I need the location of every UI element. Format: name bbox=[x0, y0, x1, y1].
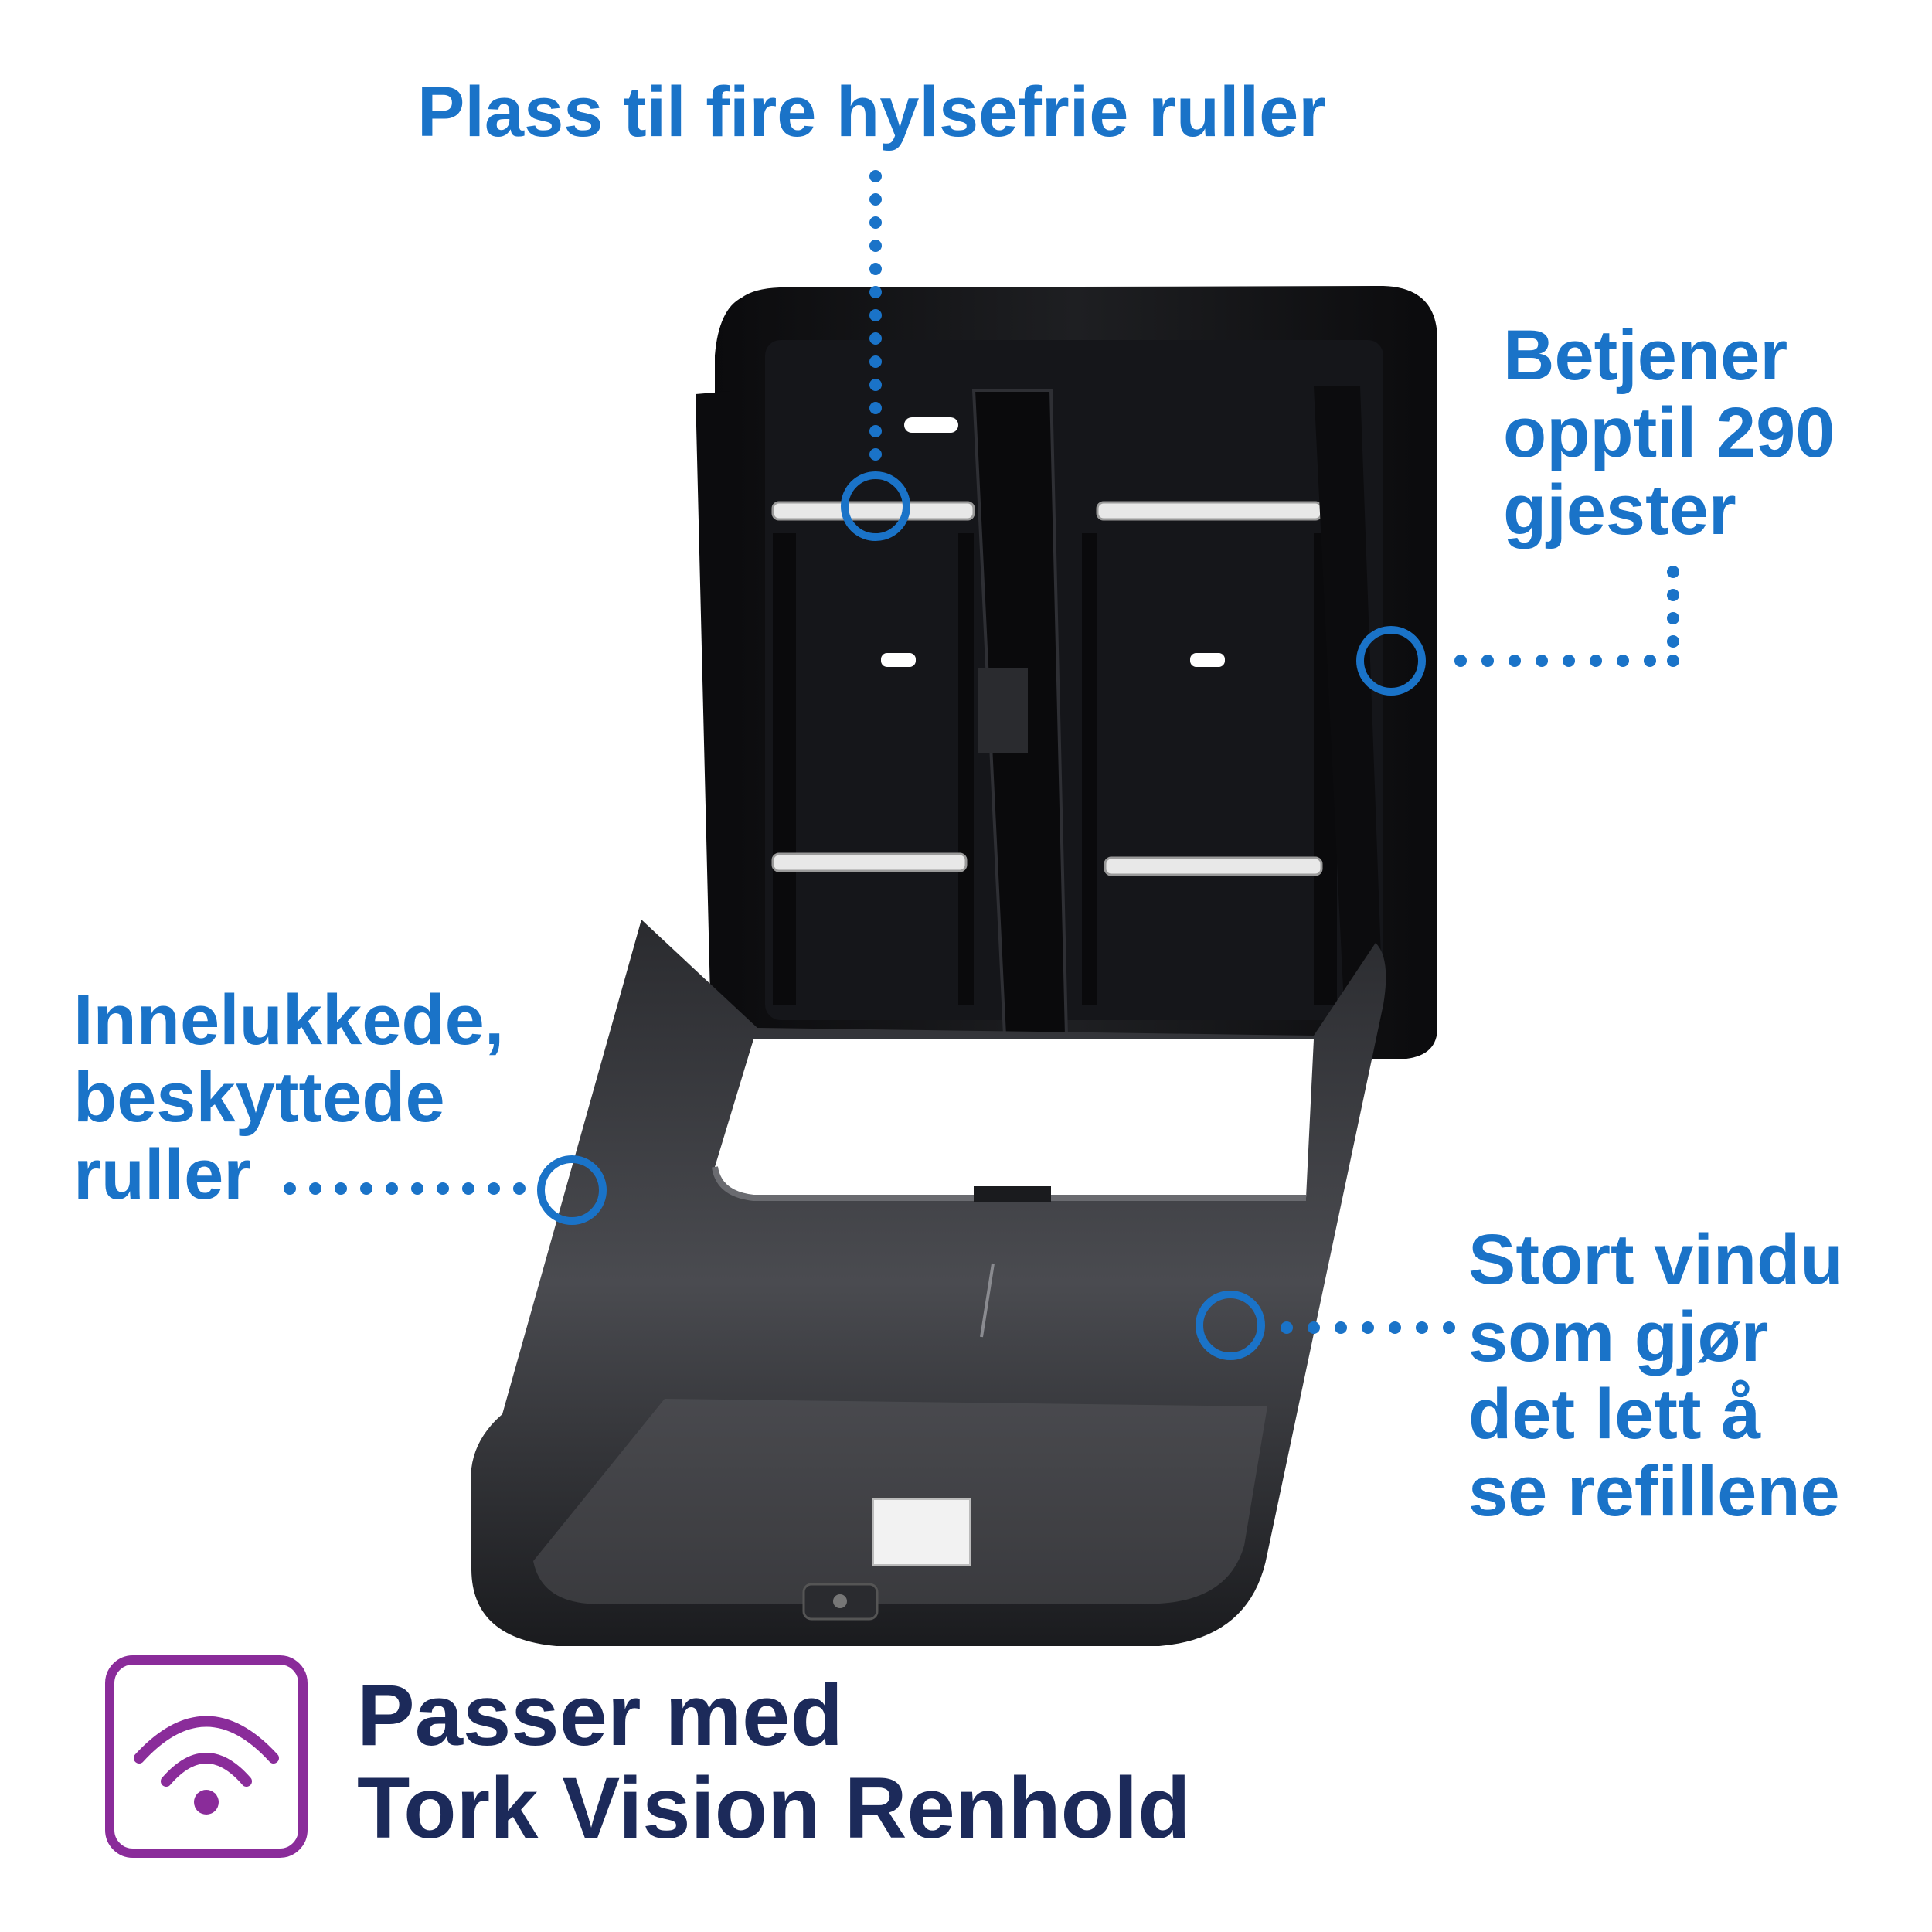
callout-guest-capacity: Betjener opptil 290 gjester bbox=[1503, 317, 1835, 549]
callout-enclosed-rolls: Innelukkede, beskyttede ruller bbox=[73, 981, 504, 1213]
marker-ring-right-bottom bbox=[1196, 1291, 1265, 1360]
badge-line: Tork Vision Renhold bbox=[357, 1760, 1191, 1856]
marker-ring-right-top bbox=[1356, 626, 1426, 696]
callout-line: som gjør bbox=[1468, 1298, 1769, 1376]
connector-left-dots bbox=[284, 1182, 526, 1195]
callout-line: opptil 290 bbox=[1503, 393, 1835, 472]
callout-line: Betjener bbox=[1503, 316, 1788, 395]
callout-line: Stort vindu bbox=[1468, 1220, 1844, 1299]
callout-large-window: Stort vindu som gjør det lett å se refil… bbox=[1468, 1221, 1844, 1530]
marker-ring-left bbox=[537, 1155, 607, 1225]
callout-line: Innelukkede, bbox=[73, 981, 505, 1060]
dispenser-front-lid bbox=[471, 920, 1386, 1646]
connector-right-top-dots bbox=[1454, 566, 1679, 667]
callout-connectors bbox=[284, 170, 1679, 1334]
callout-line: det lett å bbox=[1468, 1375, 1761, 1454]
dispenser-back-housing bbox=[696, 286, 1437, 1059]
callout-roll-capacity: Plass til fire hylsefrie ruller bbox=[417, 73, 1326, 151]
callout-line: beskyttede bbox=[73, 1058, 445, 1137]
marker-ring-top bbox=[841, 471, 910, 541]
wifi-signal-icon bbox=[105, 1655, 308, 1858]
callout-line: gjester bbox=[1503, 471, 1736, 549]
tork-vision-badge-text: Passer med Tork Vision Renhold bbox=[357, 1669, 1191, 1855]
callout-line: se refillene bbox=[1468, 1452, 1840, 1531]
connector-right-bottom-dots bbox=[1281, 1321, 1455, 1334]
connector-top-dots bbox=[869, 170, 882, 461]
badge-line: Passer med bbox=[357, 1667, 843, 1764]
callout-line: Plass til fire hylsefrie ruller bbox=[417, 73, 1327, 151]
callout-line: ruller bbox=[73, 1135, 252, 1214]
